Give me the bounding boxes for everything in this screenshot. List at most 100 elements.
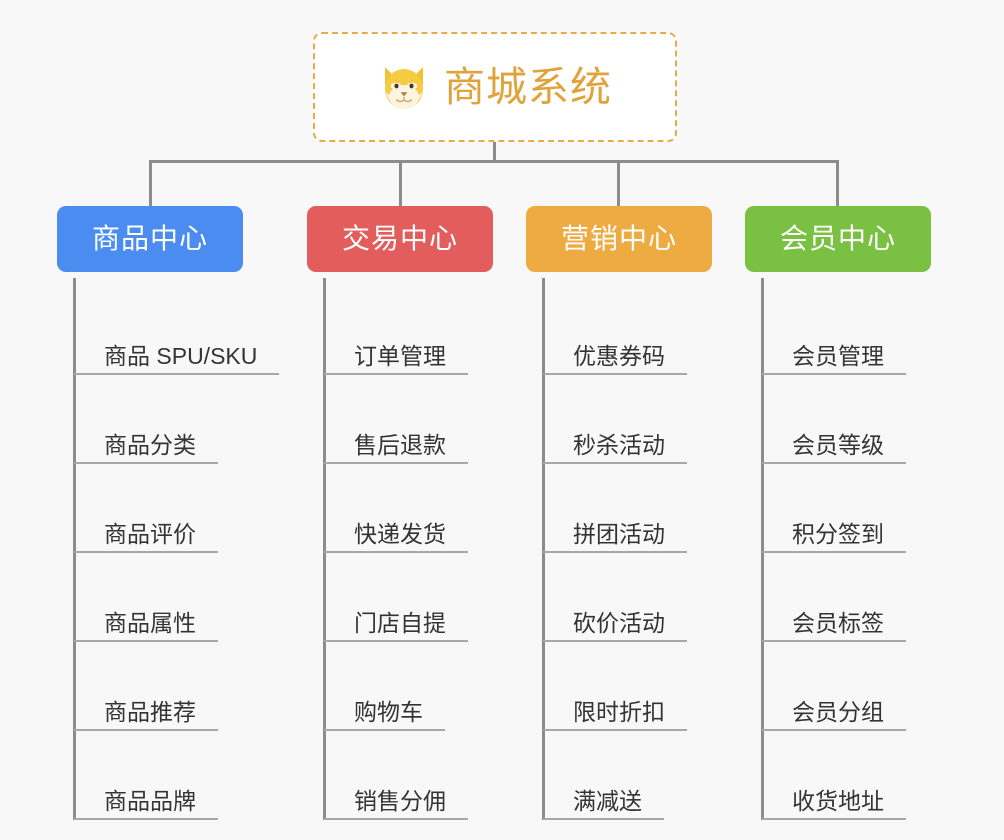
leaf-underline [74, 729, 218, 731]
leaf-underline [543, 818, 664, 820]
leaf-item[interactable]: 销售分佣 [324, 731, 527, 820]
leaf-item[interactable]: 拼团活动 [543, 464, 746, 553]
leaf-label: 快递发货 [354, 520, 446, 547]
leaf-list-2: 订单管理 售后退款 快递发货 门店自提 购物车 销售分佣 [307, 272, 527, 820]
leaf-underline [324, 462, 468, 464]
leaf-item[interactable]: 快递发货 [324, 464, 527, 553]
leaf-label: 商品品牌 [104, 787, 196, 814]
leaf-underline [324, 818, 468, 820]
leaf-label: 商品评价 [104, 520, 196, 547]
leaf-label: 订单管理 [354, 342, 446, 369]
leaf-underline [324, 551, 468, 553]
leaf-item[interactable]: 满减送 [543, 731, 746, 820]
leaf-item[interactable]: 会员分组 [762, 642, 965, 731]
leaf-underline [324, 373, 468, 375]
leaf-item[interactable]: 会员等级 [762, 375, 965, 464]
leaf-underline [543, 729, 687, 731]
dog-face-icon [385, 67, 423, 109]
leaf-underline [74, 818, 218, 820]
leaf-item[interactable]: 优惠券码 [543, 286, 746, 375]
category-column-4: 会员中心 会员管理 会员等级 积分签到 会员标签 会员分组 [745, 206, 965, 820]
connector-drop-4 [836, 160, 839, 206]
leaf-label: 拼团活动 [573, 520, 665, 547]
leaf-underline [74, 373, 279, 375]
root-title: 商城系统 [444, 63, 612, 110]
leaf-underline [324, 729, 445, 731]
connector-drop-3 [617, 160, 620, 206]
connector-horizontal-bus [149, 160, 839, 163]
leaf-underline [762, 640, 906, 642]
connector-drop-2 [399, 160, 402, 206]
leaf-underline [762, 462, 906, 464]
root-node[interactable]: 商城系统 [313, 32, 677, 142]
category-header-3[interactable]: 营销中心 [526, 206, 712, 272]
leaf-label: 商品分类 [104, 431, 196, 458]
leaf-label: 砍价活动 [573, 609, 665, 636]
leaf-underline [324, 640, 468, 642]
leaf-item[interactable]: 商品分类 [74, 375, 307, 464]
category-header-label: 交易中心 [341, 223, 458, 254]
leaf-item[interactable]: 限时折扣 [543, 642, 746, 731]
leaf-label: 门店自提 [354, 609, 446, 636]
category-header-2[interactable]: 交易中心 [307, 206, 493, 272]
leaf-item[interactable]: 售后退款 [324, 375, 527, 464]
leaf-underline [74, 640, 218, 642]
leaf-item[interactable]: 订单管理 [324, 286, 527, 375]
leaf-item[interactable]: 购物车 [324, 642, 527, 731]
leaf-item[interactable]: 门店自提 [324, 553, 527, 642]
leaf-underline [762, 373, 906, 375]
leaf-item[interactable]: 砍价活动 [543, 553, 746, 642]
connector-drop-1 [149, 160, 152, 206]
leaf-item[interactable]: 商品 SPU/SKU [74, 286, 307, 375]
leaf-item[interactable]: 秒杀活动 [543, 375, 746, 464]
leaf-list-4: 会员管理 会员等级 积分签到 会员标签 会员分组 收货地址 [745, 272, 965, 820]
leaf-item[interactable]: 收货地址 [762, 731, 965, 820]
leaf-label: 收货地址 [792, 787, 884, 814]
leaf-label: 会员等级 [792, 431, 884, 458]
leaf-item[interactable]: 商品推荐 [74, 642, 307, 731]
leaf-label: 限时折扣 [573, 698, 665, 725]
leaf-underline [762, 729, 906, 731]
category-header-label: 商品中心 [91, 223, 208, 254]
leaf-label: 秒杀活动 [573, 431, 665, 458]
leaf-label: 销售分佣 [354, 787, 446, 814]
leaf-underline [762, 818, 906, 820]
leaf-label: 优惠券码 [573, 342, 665, 369]
leaf-item[interactable]: 商品评价 [74, 464, 307, 553]
leaf-underline [74, 551, 218, 553]
leaf-item[interactable]: 会员管理 [762, 286, 965, 375]
leaf-item[interactable]: 商品属性 [74, 553, 307, 642]
leaf-label: 商品推荐 [104, 698, 196, 725]
leaf-item[interactable]: 会员标签 [762, 553, 965, 642]
leaf-label: 会员分组 [792, 698, 884, 725]
leaf-list-3: 优惠券码 秒杀活动 拼团活动 砍价活动 限时折扣 满减送 [526, 272, 746, 820]
category-header-label: 会员中心 [779, 223, 896, 254]
category-header-4[interactable]: 会员中心 [745, 206, 931, 272]
leaf-label: 积分签到 [792, 520, 884, 547]
leaf-underline [543, 551, 687, 553]
leaf-underline [543, 640, 687, 642]
leaf-trunk-3 [542, 278, 545, 820]
category-header-label: 营销中心 [560, 223, 677, 254]
leaf-label: 满减送 [573, 787, 642, 814]
category-column-1: 商品中心 商品 SPU/SKU 商品分类 商品评价 商品属性 商品推荐 [57, 206, 307, 820]
leaf-label: 商品属性 [104, 609, 196, 636]
leaf-item[interactable]: 商品品牌 [74, 731, 307, 820]
leaf-underline [543, 462, 687, 464]
category-header-1[interactable]: 商品中心 [57, 206, 243, 272]
leaf-trunk-4 [761, 278, 764, 820]
category-column-2: 交易中心 订单管理 售后退款 快递发货 门店自提 购物车 [307, 206, 527, 820]
category-column-3: 营销中心 优惠券码 秒杀活动 拼团活动 砍价活动 限时折扣 [526, 206, 746, 820]
leaf-label: 商品 SPU/SKU [104, 342, 258, 369]
leaf-underline [74, 462, 218, 464]
leaf-item[interactable]: 积分签到 [762, 464, 965, 553]
leaf-label: 购物车 [354, 698, 423, 725]
leaf-label: 售后退款 [354, 431, 446, 458]
leaf-underline [543, 373, 687, 375]
leaf-label: 会员标签 [792, 609, 884, 636]
leaf-underline [762, 551, 906, 553]
leaf-label: 会员管理 [792, 342, 884, 369]
leaf-list-1: 商品 SPU/SKU 商品分类 商品评价 商品属性 商品推荐 商品品牌 [57, 272, 307, 820]
connector-root-stem [493, 142, 496, 163]
